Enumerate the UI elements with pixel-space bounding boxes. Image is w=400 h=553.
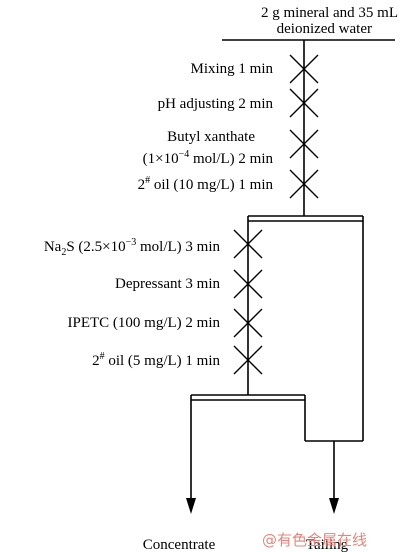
step-label-oil-1: 2# oil (10 mg/L) 1 min — [138, 175, 274, 193]
step-cross-depressant — [233, 269, 263, 299]
feed-label-line2: deionized water — [277, 21, 372, 37]
step-cross-xanthate — [289, 129, 319, 159]
concentrate-arrowhead — [186, 498, 196, 514]
step-label-mixing: Mixing 1 min — [190, 61, 273, 77]
stage2-flotation-cell — [190, 394, 363, 500]
stage1-flotation-cell — [247, 215, 364, 441]
step-cross-ph — [289, 88, 319, 118]
step-label-ph: pH adjusting 2 min — [158, 96, 274, 112]
feed-label-line1: 2 g mineral and 35 mL — [261, 5, 398, 21]
step-label-na2s: Na2S (2.5×10−3 mol/L) 3 min — [44, 237, 221, 258]
tailing-arrowhead — [329, 498, 339, 514]
step-cross-oil-2 — [233, 345, 263, 375]
step-label-oil-2: 2# oil (5 mg/L) 1 min — [92, 351, 220, 369]
step-cross-oil-1 — [289, 169, 319, 199]
step-cross-ipetc — [233, 308, 263, 338]
concentrate-label: Concentrate — [143, 537, 216, 553]
tailing-label: Tailing — [306, 537, 349, 553]
step-label-depressant: Depressant 3 min — [115, 276, 220, 292]
step-cross-mixing — [289, 54, 319, 84]
stage2-step-markers — [233, 229, 263, 375]
stage1-step-markers — [289, 54, 319, 199]
step-label-ipetc: IPETC (100 mg/L) 2 min — [68, 315, 221, 331]
step-label-xanthate: Butyl xanthate — [167, 129, 255, 145]
step-cross-na2s — [233, 229, 263, 259]
watermark-text: @有色金属在线 — [262, 531, 367, 549]
step-label-xanthate-conc: (1×10−4 mol/L) 2 min — [143, 149, 274, 167]
